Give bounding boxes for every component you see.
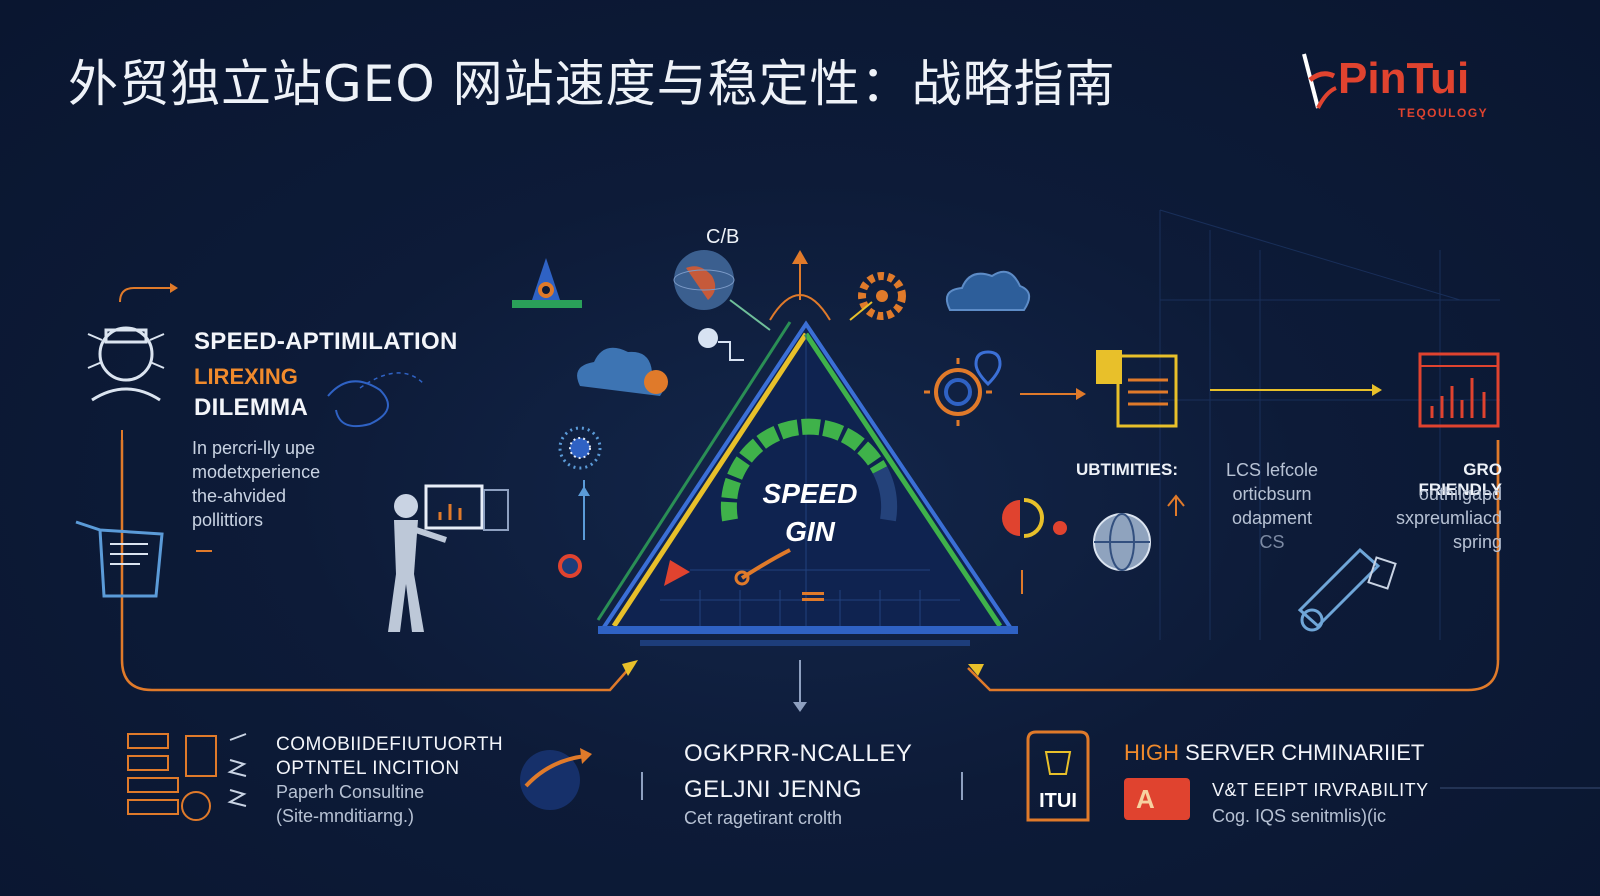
bottom-left-line3: Paperh Consultine — [276, 782, 425, 802]
right-col2: LCS lefcole orticbsurn odapment CS — [1212, 458, 1332, 554]
left-heading-2: LIREXING — [194, 364, 298, 389]
left-body-line: modetxperience — [192, 462, 321, 482]
left-body-line: In percri-lly upe — [192, 438, 316, 458]
left-body-line: the-ahvided — [192, 486, 287, 506]
bottom-left-line4: (Site-mnditiarng.) — [276, 806, 415, 826]
right-col3-line: outhilgapd — [1418, 484, 1502, 504]
right-col3-line: spring — [1452, 532, 1502, 552]
bottom-middle-line3: Cet ragetirant crolth — [684, 808, 843, 828]
bottom-middle-line1: OGKPRR-NCALLEY — [684, 740, 913, 767]
bottom-right-heading-main: SERVER CHMINARIIET — [1185, 740, 1425, 765]
logo-mark-icon — [1296, 48, 1344, 123]
right-col3-line: sxpreumliacd — [1395, 508, 1502, 528]
right-col3-heading: GRO FRIENDLY — [1418, 460, 1502, 499]
speed-label: SPEED — [762, 478, 858, 509]
logo-name: PinTui — [1338, 54, 1470, 103]
logo-subtitle: TEQOULOGY — [1398, 106, 1489, 120]
right-col1-heading: UBTIMITIES: — [1076, 460, 1178, 479]
page-title: 外贸独立站GEO 网站速度与稳定性：战略指南 — [68, 55, 1116, 113]
bottom-right-heading: HIGH SERVER CHMINARIIET — [1124, 740, 1424, 766]
bottom-middle-line2: GELJNI JENNG — [684, 776, 863, 803]
right-col2-line: orticbsurn — [1232, 484, 1312, 504]
bottom-right-line2: V&T EEIPT IRVRABILITY — [1212, 780, 1429, 800]
left-heading-1: SPEED-APTIMILATION — [194, 328, 458, 355]
itui-badge: ITUI — [1039, 790, 1077, 812]
bottom-left-line2: OPTNTEL INCITION — [276, 758, 460, 779]
a-badge-icon: A — [1136, 784, 1155, 814]
left-body: In percri-lly upe modetxperience the-ahv… — [192, 436, 320, 532]
bottom-left-line1: COMOBIIDEFIUTUORTH — [276, 734, 504, 755]
right-col2-line: CS — [1259, 532, 1285, 552]
bottom-right-heading-prefix: HIGH — [1124, 740, 1179, 765]
right-col2-line: odapment — [1231, 508, 1313, 528]
left-body-line: pollittiors — [192, 510, 264, 530]
gin-label: GIN — [785, 516, 835, 547]
left-heading-3: DILEMMA — [194, 394, 309, 421]
top-label: C/B — [706, 226, 740, 248]
right-col2-line: LCS lefcole — [1225, 460, 1319, 480]
right-col3: outhilgapd sxpreumliacd spring — [1370, 482, 1502, 554]
bottom-right-line3: Cog. IQS senitmlis)(ic — [1212, 806, 1387, 826]
